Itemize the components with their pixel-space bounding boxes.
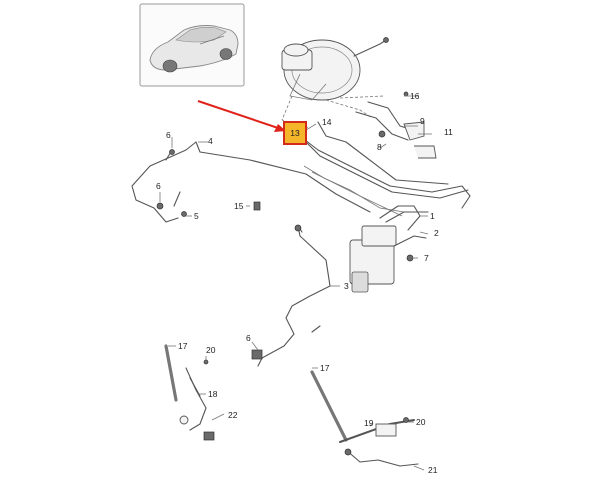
callout-3[interactable]: 3 — [344, 281, 349, 291]
brake-line-bundle[interactable] — [299, 101, 471, 217]
callout-5[interactable]: 5 — [194, 211, 199, 221]
callout-22[interactable]: 22 — [228, 410, 238, 420]
callout-14[interactable]: 14 — [322, 117, 332, 127]
callout-6-mid[interactable]: 6 — [156, 181, 161, 191]
callout-6-top[interactable]: 6 — [166, 130, 171, 140]
callout-16[interactable]: 16 — [410, 91, 420, 101]
car-icon — [149, 25, 239, 73]
left-line-routing[interactable] — [131, 141, 371, 223]
callout-17-left[interactable]: 17 — [178, 341, 188, 351]
callout-20-left[interactable]: 20 — [206, 345, 216, 355]
callout-18[interactable]: 18 — [208, 389, 218, 399]
callout-2[interactable]: 2 — [434, 228, 439, 238]
brake-booster[interactable] — [281, 37, 389, 101]
red-pointer-arrow — [197, 100, 286, 132]
brake-hose-assembly-right[interactable] — [310, 370, 419, 467]
front-line-3[interactable] — [251, 224, 331, 367]
callout-21[interactable]: 21 — [428, 465, 438, 475]
brake-hose-assembly-left[interactable] — [164, 344, 215, 441]
highlight-callout-13[interactable]: 13 — [283, 121, 307, 145]
callout-4[interactable]: 4 — [208, 136, 213, 146]
callout-13-label: 13 — [290, 128, 300, 138]
abs-hydraulic-unit[interactable] — [349, 205, 429, 293]
callout-17-right[interactable]: 17 — [320, 363, 330, 373]
mounting-bracket[interactable] — [378, 91, 437, 159]
callout-11[interactable]: 11 — [444, 127, 453, 137]
callout-7[interactable]: 7 — [424, 253, 429, 263]
callout-leaders — [159, 95, 432, 471]
callout-8[interactable]: 8 — [377, 142, 382, 152]
callout-1[interactable]: 1 — [430, 211, 435, 221]
vehicle-thumbnail[interactable] — [139, 3, 245, 87]
callout-9[interactable]: 9 — [420, 116, 425, 126]
callout-15[interactable]: 15 — [234, 201, 244, 211]
callout-6-bottom[interactable]: 6 — [246, 333, 251, 343]
callout-20-right[interactable]: 20 — [416, 417, 426, 427]
callout-19[interactable]: 19 — [364, 418, 374, 428]
